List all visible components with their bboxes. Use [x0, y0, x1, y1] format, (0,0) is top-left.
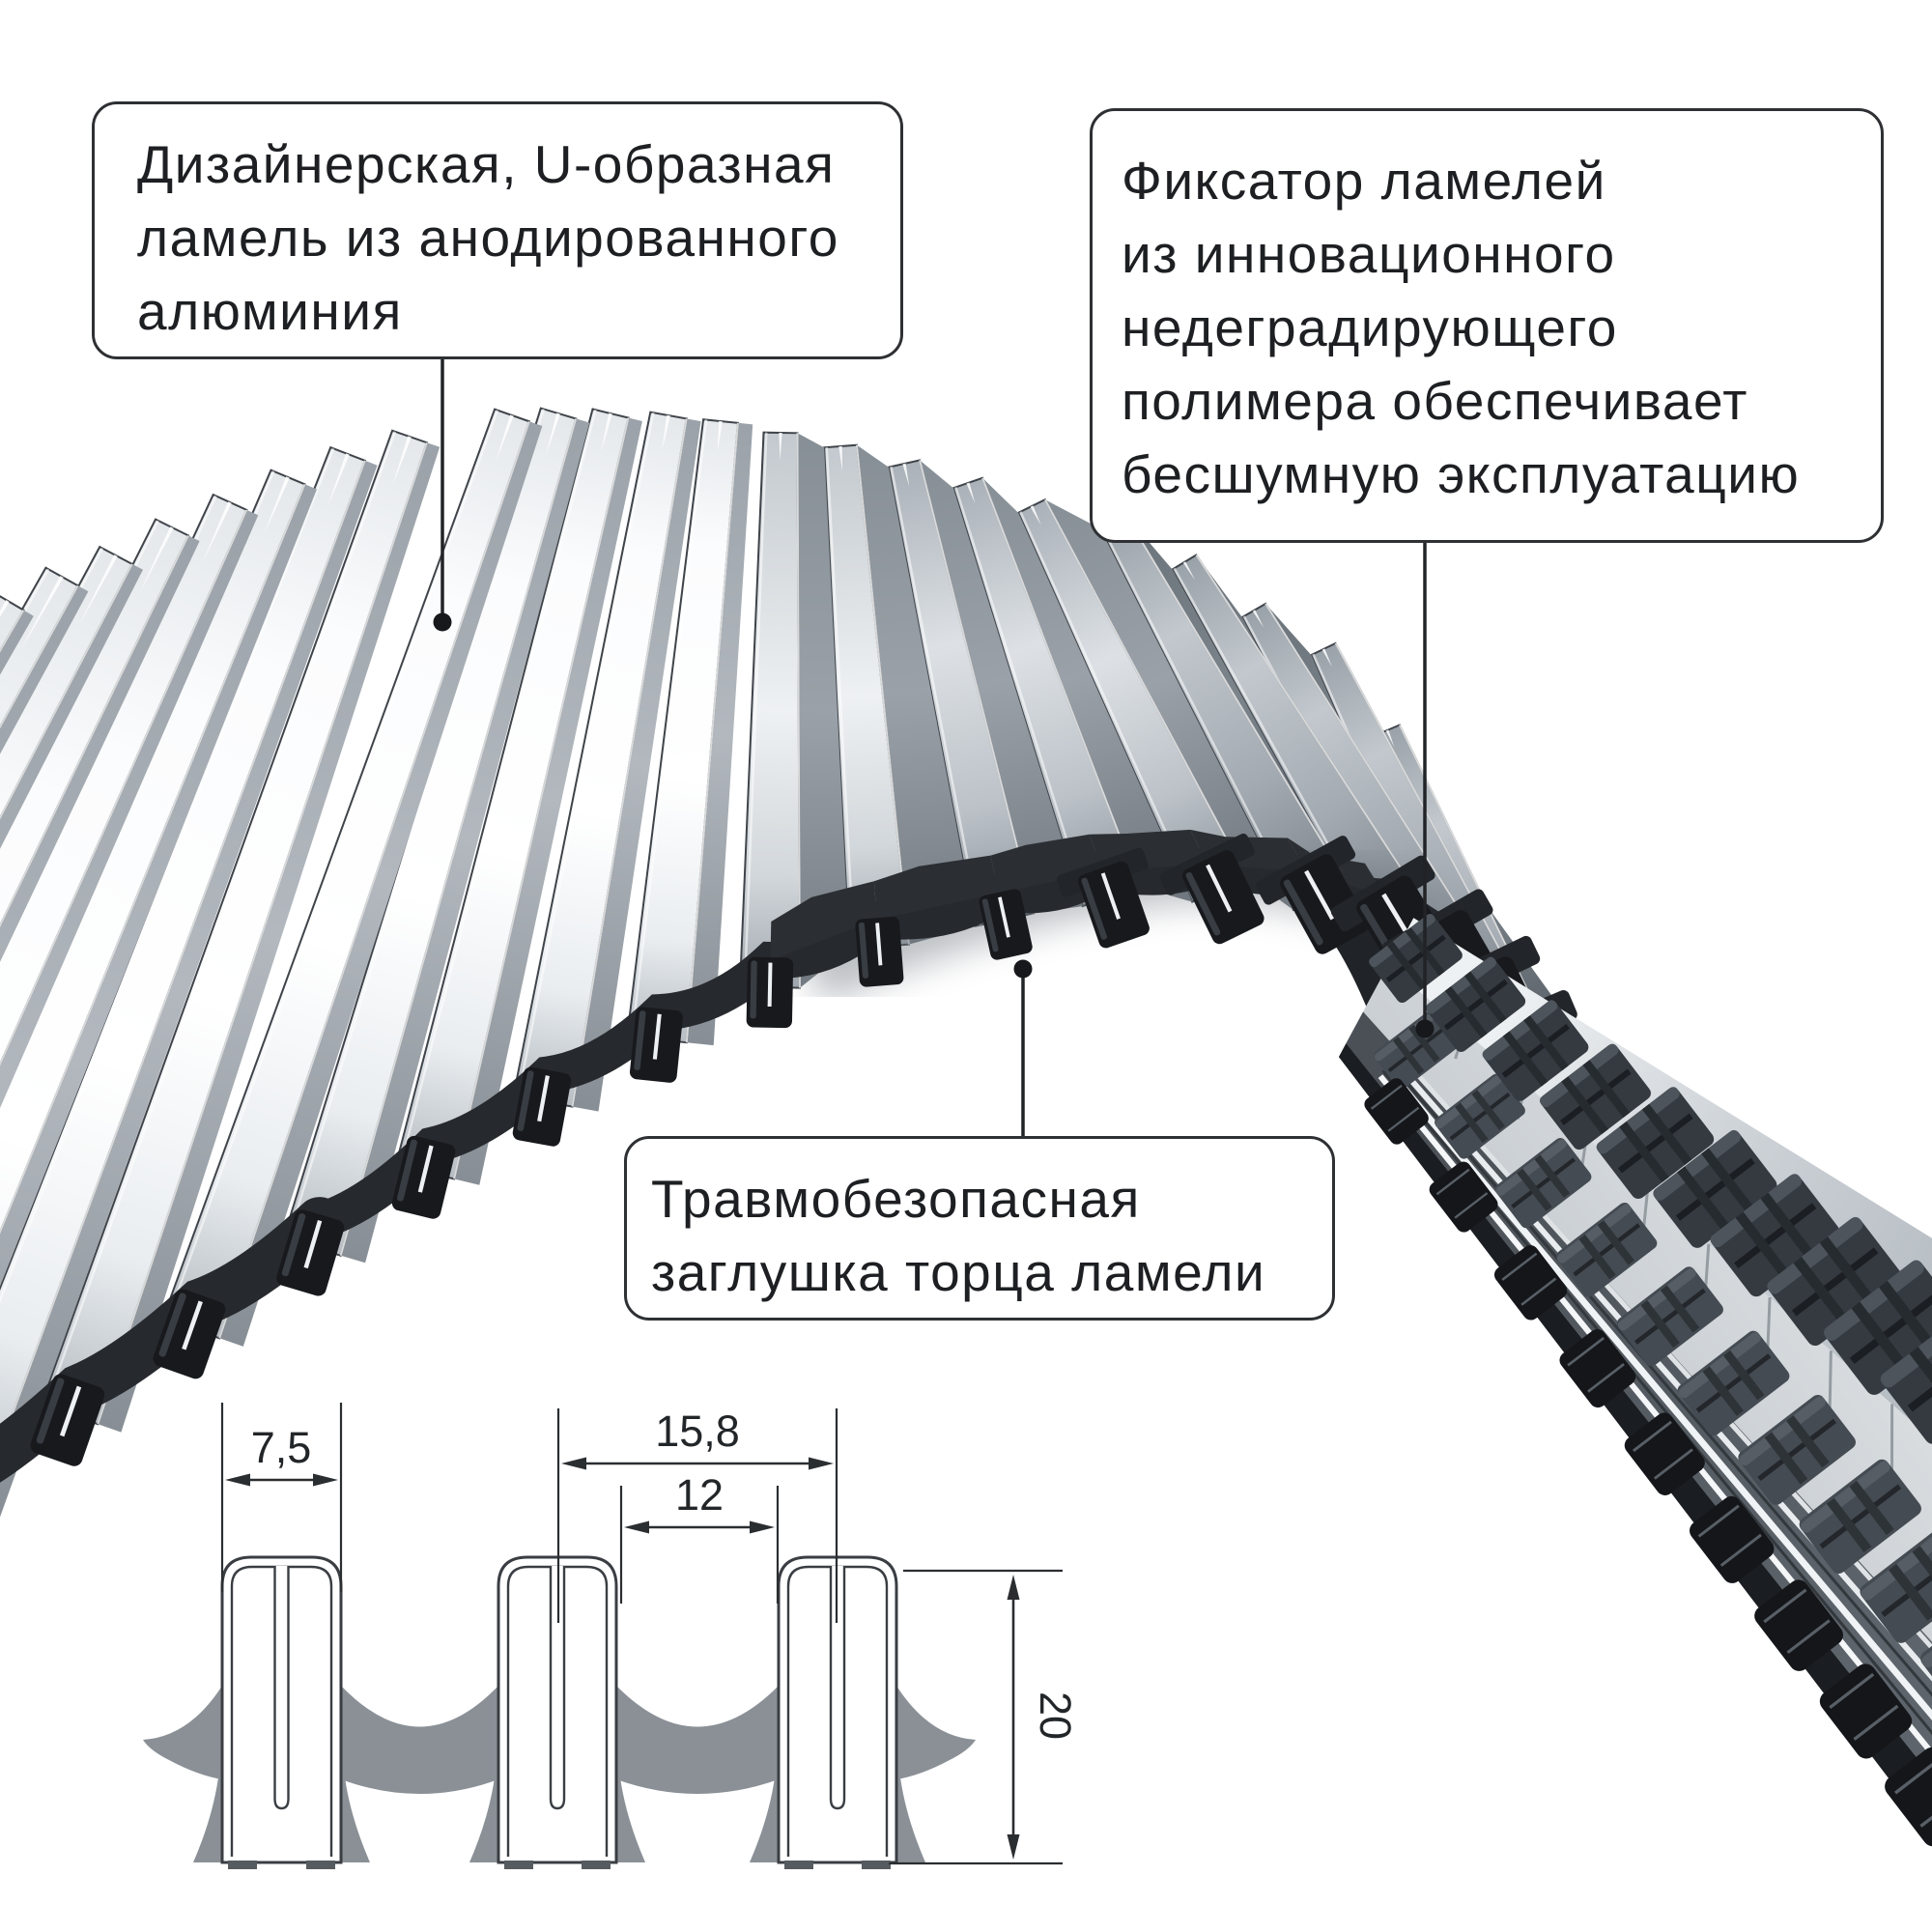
svg-text:7,5: 7,5	[251, 1423, 312, 1472]
svg-text:15,8: 15,8	[655, 1406, 740, 1456]
svg-text:20: 20	[1031, 1691, 1080, 1740]
svg-text:12: 12	[675, 1470, 724, 1520]
